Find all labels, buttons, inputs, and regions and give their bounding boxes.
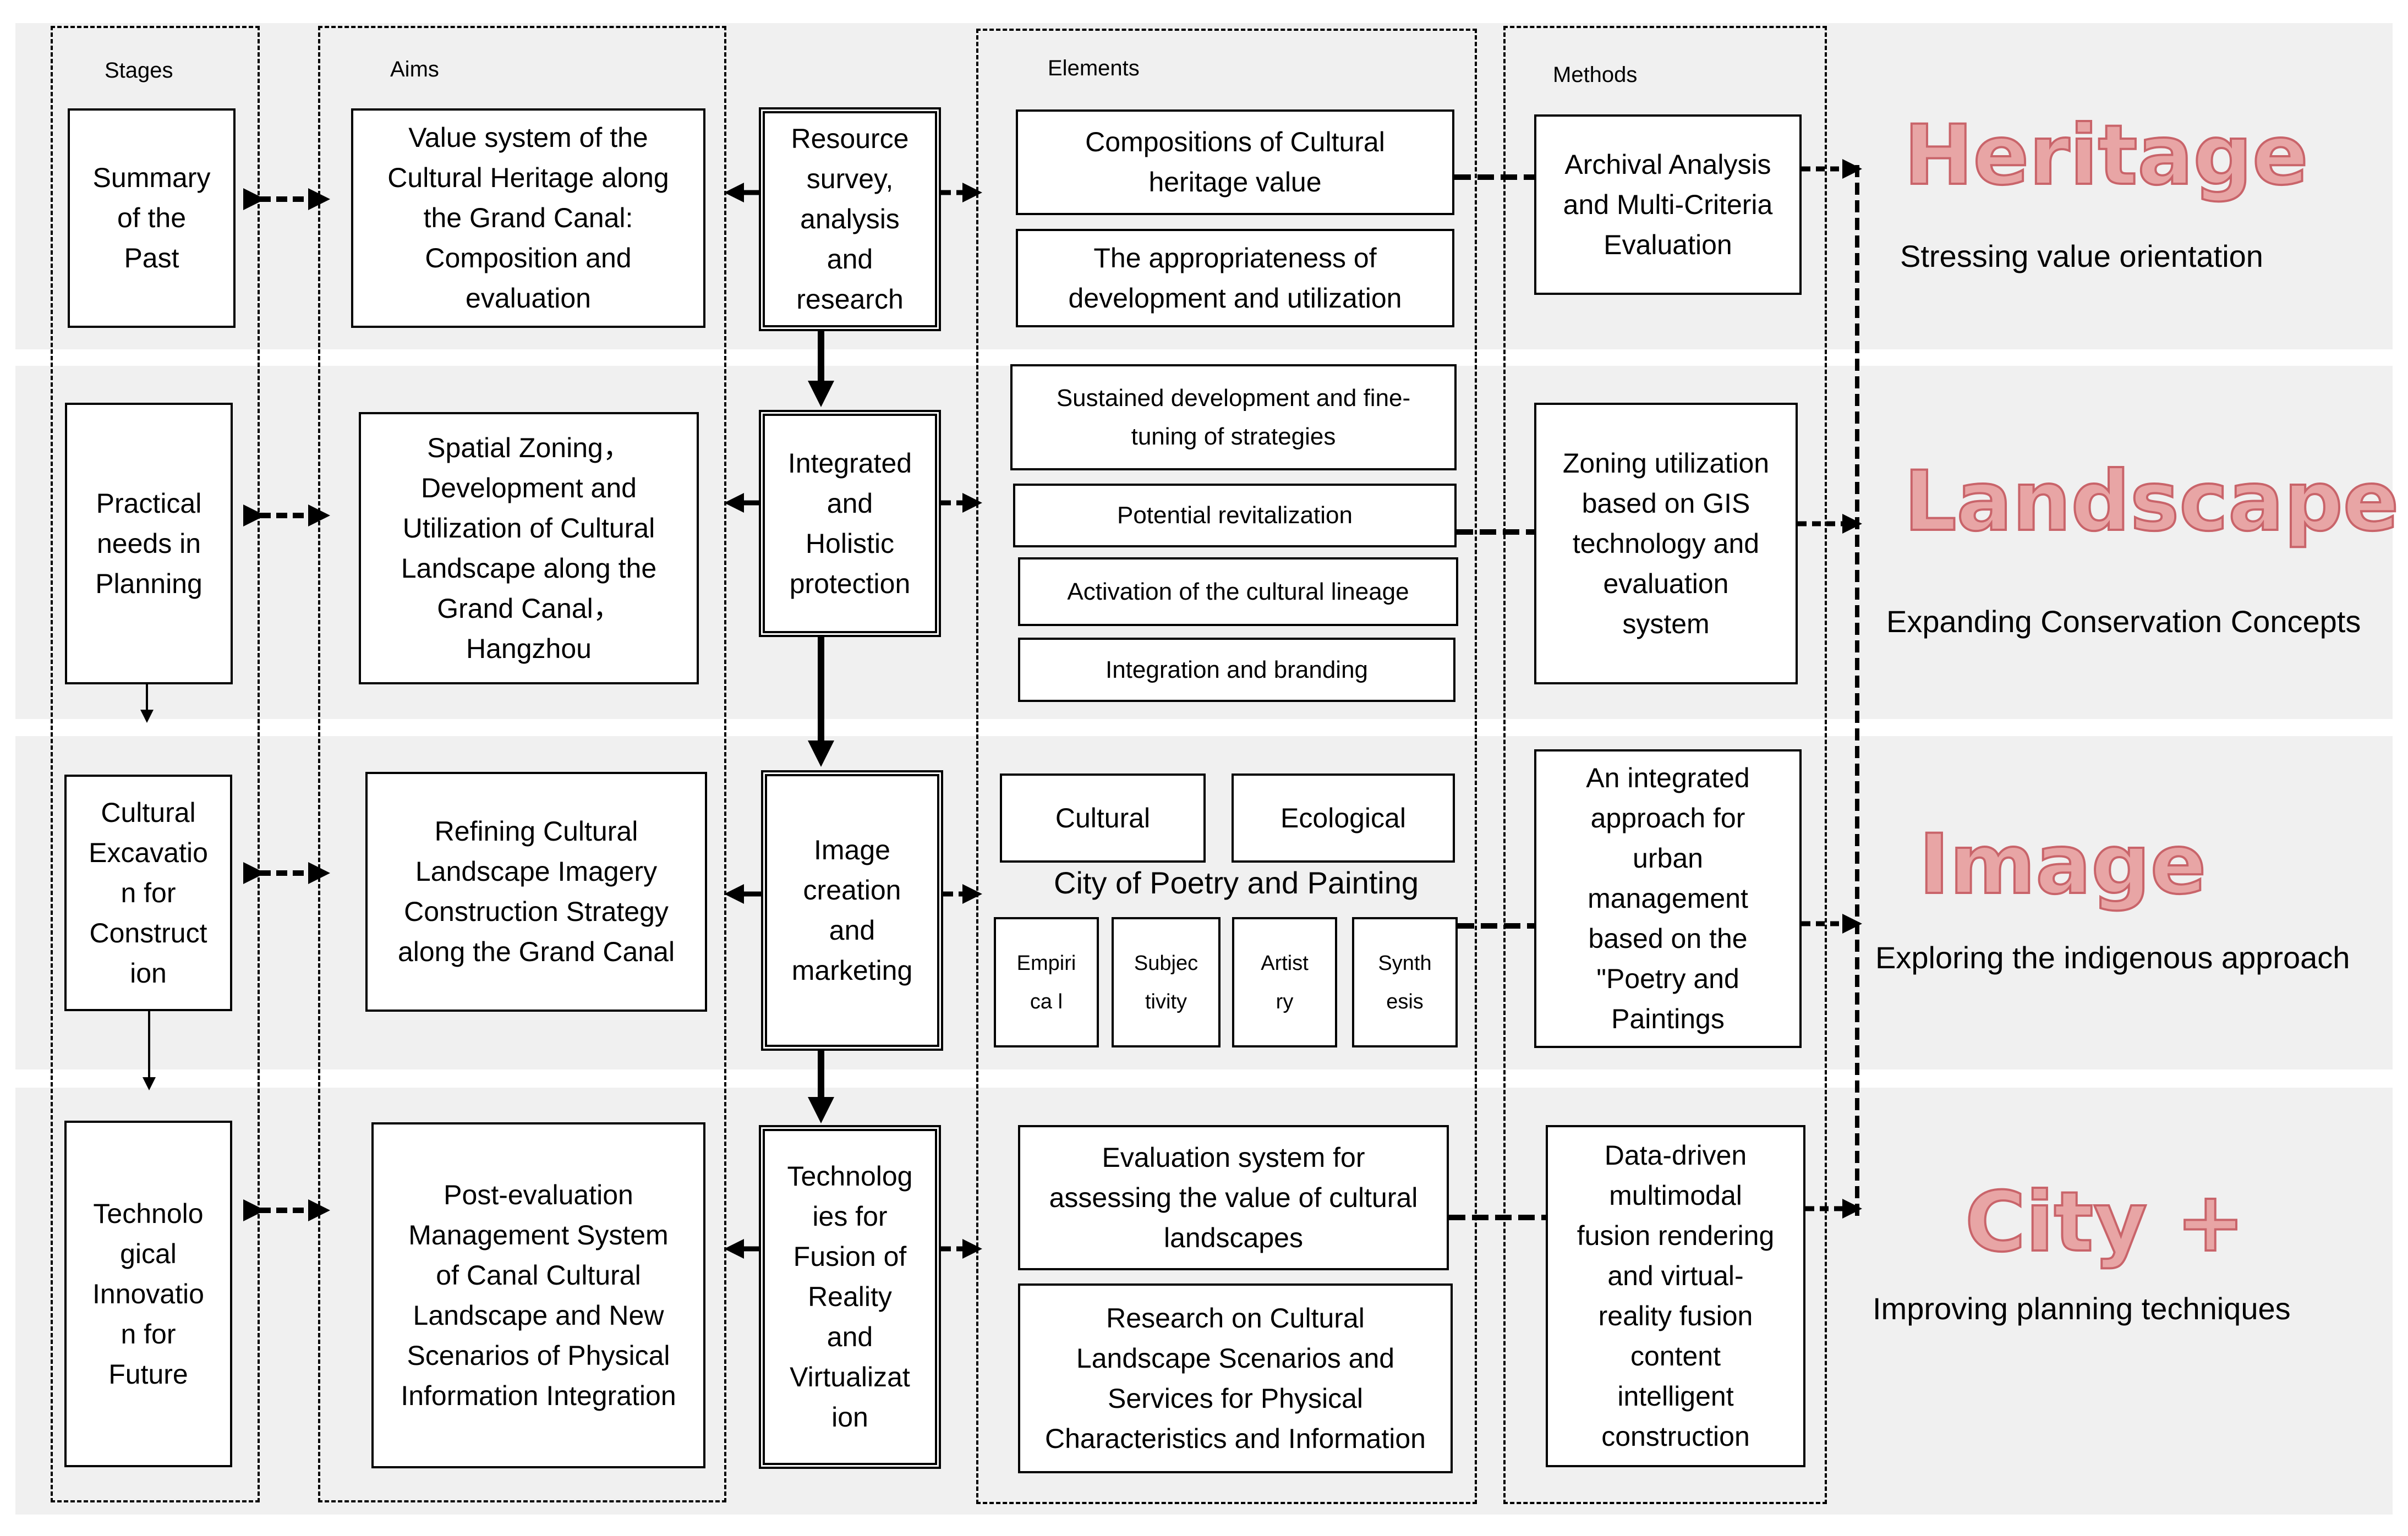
element-city-evaluation: Evaluation system for assessing the valu… bbox=[1018, 1125, 1449, 1270]
outcome-title-heritage: Heritage bbox=[1903, 108, 2310, 204]
outcome-title-image: Image bbox=[1918, 817, 2207, 913]
elements-header: Elements bbox=[1048, 56, 1140, 80]
outcome-subtitle-landscape: Expanding Conservation Concepts bbox=[1886, 604, 2361, 639]
method-box-poetry-painting: An integrated approach for urban managem… bbox=[1534, 749, 1802, 1048]
stage-box-future: Technolo gical Innovatio n for Future bbox=[64, 1121, 232, 1467]
element-landscape-sustained: Sustained development and fine- tuning o… bbox=[1010, 364, 1457, 470]
outcome-subtitle-city: Improving planning techniques bbox=[1873, 1291, 2291, 1326]
method-box-data-driven: Data-driven multimodal fusion rendering … bbox=[1546, 1125, 1805, 1467]
aims-column bbox=[318, 26, 726, 1502]
process-box-image-creation: Image creation and marketing bbox=[761, 770, 943, 1051]
elements-column bbox=[976, 29, 1477, 1504]
element-image-cultural: Cultural bbox=[1000, 774, 1206, 863]
element-heritage-appropriateness: The appropriateness of development and u… bbox=[1016, 229, 1454, 327]
outcome-title-landscape: Landscape bbox=[1903, 454, 2400, 550]
stages-column bbox=[51, 26, 260, 1502]
element-city-scenarios: Research on Cultural Landscape Scenarios… bbox=[1018, 1283, 1453, 1473]
methods-column bbox=[1503, 26, 1827, 1504]
process-box-reality-virtualization: Technolog ies for Fusion of Reality and … bbox=[759, 1125, 941, 1469]
aims-header: Aims bbox=[390, 57, 439, 81]
process-box-integrated-protection: Integrated and Holistic protection bbox=[759, 410, 941, 637]
element-image-synthesis: Synth esis bbox=[1352, 917, 1458, 1047]
aim-box-value-system: Value system of the Cultural Heritage al… bbox=[351, 108, 705, 328]
element-image-subjectivity: Subjec tivity bbox=[1112, 917, 1221, 1047]
element-landscape-branding: Integration and branding bbox=[1018, 638, 1455, 702]
element-landscape-lineage: Activation of the cultural lineage bbox=[1018, 557, 1458, 626]
aim-box-spatial-zoning: Spatial Zoning， Development and Utilizat… bbox=[359, 412, 699, 684]
stage-box-construction: Cultural Excavatio n for Construct ion bbox=[64, 775, 232, 1011]
element-image-artistry: Artist ry bbox=[1232, 917, 1337, 1047]
element-image-ecological: Ecological bbox=[1232, 774, 1455, 863]
outcome-subtitle-image: Exploring the indigenous approach bbox=[1875, 940, 2350, 975]
element-heritage-composition: Compositions of Cultural heritage value bbox=[1016, 109, 1454, 215]
stage-box-planning: Practical needs in Planning bbox=[65, 403, 233, 684]
methods-header: Methods bbox=[1553, 63, 1638, 87]
element-image-title: City of Poetry and Painting bbox=[1054, 865, 1419, 900]
method-box-archival: Archival Analysis and Multi-Criteria Eva… bbox=[1534, 114, 1802, 295]
stage-box-past: Summary of the Past bbox=[68, 108, 236, 328]
aim-box-imagery-strategy: Refining Cultural Landscape Imagery Cons… bbox=[365, 772, 707, 1012]
stages-header: Stages bbox=[105, 58, 173, 83]
method-box-gis-zoning: Zoning utilization based on GIS technolo… bbox=[1534, 403, 1798, 684]
element-landscape-revitalization: Potential revitalization bbox=[1013, 484, 1457, 547]
process-box-resource-survey: Resource survey, analysis and research bbox=[759, 107, 941, 331]
aim-box-post-evaluation: Post-evaluation Management System of Can… bbox=[371, 1122, 705, 1468]
outcome-subtitle-heritage: Stressing value orientation bbox=[1900, 239, 2263, 273]
outcome-title-city: City + bbox=[1964, 1175, 2246, 1270]
element-image-empirical: Empiri ca l bbox=[994, 917, 1099, 1047]
